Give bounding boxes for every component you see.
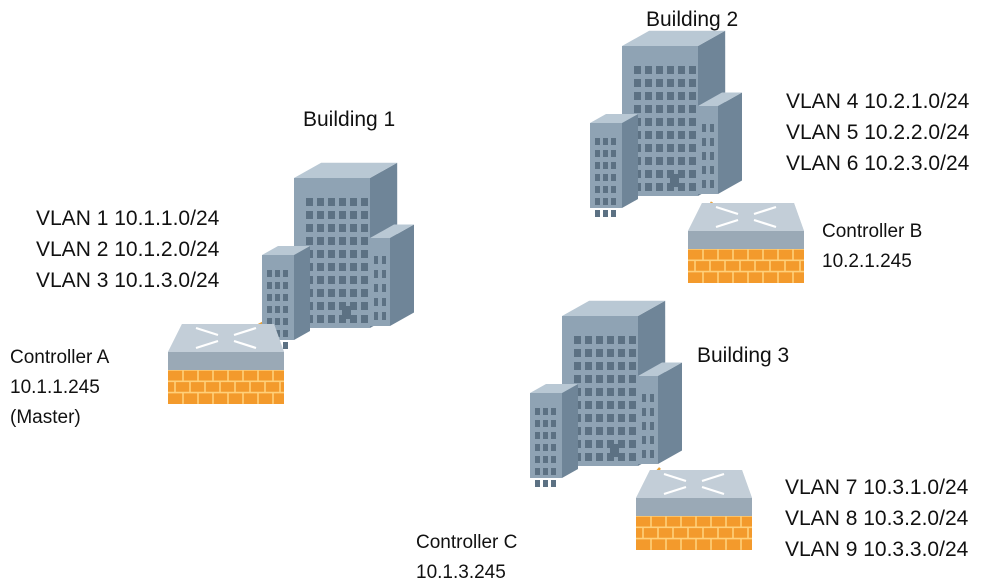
vlan-2-label: VLAN 2 10.1.2.0/24 <box>36 238 220 261</box>
controller-b-ip: 10.2.1.245 <box>822 251 912 272</box>
building-3-icon <box>530 300 682 487</box>
vlan-5-label: VLAN 5 10.2.2.0/24 <box>786 121 970 144</box>
controller-a-icon <box>168 324 284 404</box>
controller-c-icon <box>636 470 752 550</box>
vlan-4-label: VLAN 4 10.2.1.0/24 <box>786 90 970 113</box>
controller-c-ip: 10.1.3.245 <box>416 562 506 583</box>
vlan-8-label: VLAN 8 10.3.2.0/24 <box>785 507 969 530</box>
vlan-7-label: VLAN 7 10.3.1.0/24 <box>785 476 969 499</box>
building-2-vlan-list: VLAN 4 10.2.1.0/24 VLAN 5 10.2.2.0/24 VL… <box>786 86 969 179</box>
building-2-icon <box>590 30 742 217</box>
building-3-label: Building 3 <box>697 344 790 367</box>
controller-a-role: (Master) <box>10 407 81 428</box>
building-3-vlan-list: VLAN 7 10.3.1.0/24 VLAN 8 10.3.2.0/24 VL… <box>785 472 968 565</box>
controller-a-name: Controller A <box>10 347 110 368</box>
controller-b-icon <box>688 203 804 283</box>
building-2-label: Building 2 <box>646 8 739 31</box>
vlan-3-label: VLAN 3 10.1.3.0/24 <box>36 269 220 292</box>
vlan-1-label: VLAN 1 10.1.1.0/24 <box>36 207 220 230</box>
building-1-icon <box>262 162 414 349</box>
building-1-vlan-list: VLAN 1 10.1.1.0/24 VLAN 2 10.1.2.0/24 VL… <box>36 203 219 296</box>
controller-b-name: Controller B <box>822 221 923 242</box>
building-1-label: Building 1 <box>303 108 396 131</box>
controller-a-ip: 10.1.1.245 <box>10 377 100 398</box>
controller-a-info: Controller A 10.1.1.245 (Master) <box>10 343 109 433</box>
controller-c-name: Controller C <box>416 532 518 553</box>
vlan-9-label: VLAN 9 10.3.3.0/24 <box>785 538 969 561</box>
controller-c-info: Controller C 10.1.3.245 <box>416 528 517 588</box>
controller-b-info: Controller B 10.2.1.245 <box>822 217 922 277</box>
vlan-6-label: VLAN 6 10.2.3.0/24 <box>786 152 970 175</box>
